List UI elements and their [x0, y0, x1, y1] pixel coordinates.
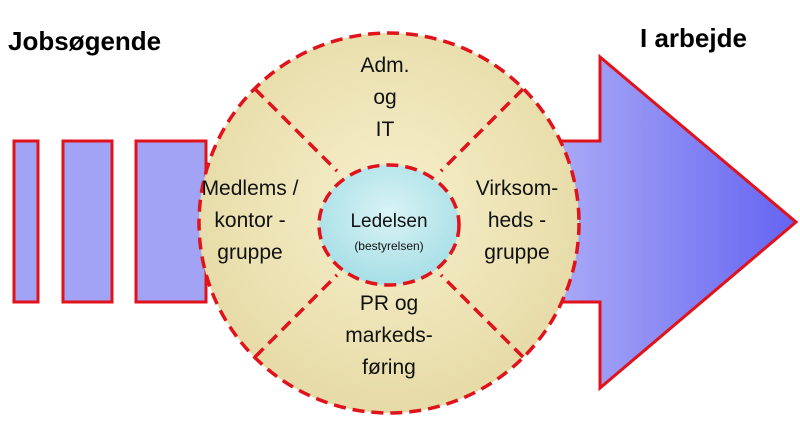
progress-bar-1 [12, 139, 40, 304]
segment-right-line-1: Virksom- [476, 177, 558, 200]
divider-lower-left [253, 273, 339, 359]
segment-right-line-3: gruppe [484, 241, 549, 264]
segment-top-line-2: og [373, 86, 396, 109]
segment-bottom-line-3: føring [362, 356, 416, 379]
segment-top-line-3: IT [376, 118, 395, 141]
segment-bottom-line-2: markeds- [345, 324, 433, 347]
segment-left-line-1: Medlems / [202, 177, 299, 200]
right-heading: I arbejde [640, 23, 747, 53]
segment-bottom-line-1: PR og [360, 292, 418, 315]
divider-upper-right [439, 87, 525, 173]
divider-upper-left [253, 87, 339, 173]
segment-left-line-2: kontor - [214, 209, 285, 232]
center-ellipse [317, 163, 461, 287]
segment-top-line-1: Adm. [360, 54, 409, 77]
divider-lower-right [439, 273, 525, 359]
segment-left-line-3: gruppe [217, 241, 282, 264]
segment-right-line-2: heds - [488, 209, 546, 232]
progress-bar-2 [61, 139, 114, 304]
direction-arrow [558, 53, 799, 392]
center-subtitle: (bestyrelsen) [354, 239, 423, 253]
center-title: Ledelsen [350, 211, 427, 232]
left-heading: Jobsøgende [8, 26, 161, 56]
progress-bar-3 [134, 139, 208, 304]
